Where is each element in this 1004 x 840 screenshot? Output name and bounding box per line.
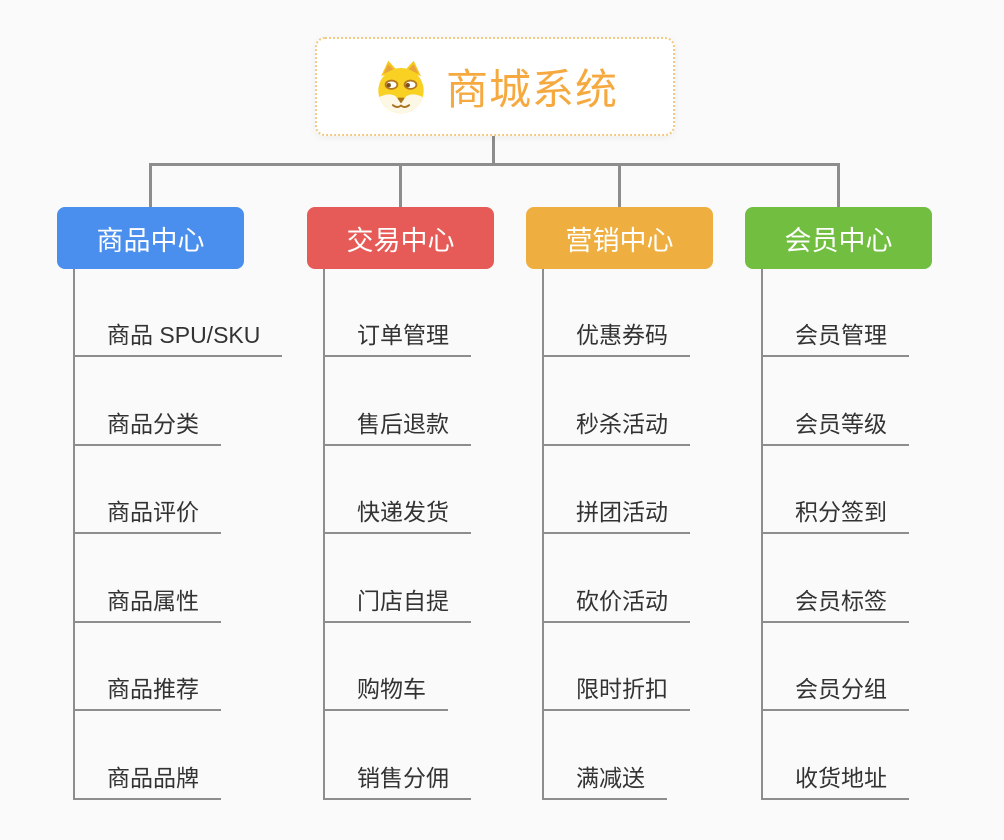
leaf-node[interactable]: 快递发货 xyxy=(323,492,471,534)
connector-rail xyxy=(149,163,840,166)
category-node-product-center[interactable]: 商品中心 xyxy=(57,207,244,269)
leaf-node[interactable]: 满减送 xyxy=(542,758,667,800)
leaf-node[interactable]: 售后退款 xyxy=(323,404,471,446)
leaf-node[interactable]: 门店自提 xyxy=(323,581,471,623)
category-node-marketing-center[interactable]: 营销中心 xyxy=(526,207,713,269)
connector-drop-trade xyxy=(399,163,402,208)
category-node-trade-center[interactable]: 交易中心 xyxy=(307,207,494,269)
category-node-member-center[interactable]: 会员中心 xyxy=(745,207,932,269)
leaf-node[interactable]: 商品推荐 xyxy=(73,669,221,711)
leaf-node[interactable]: 商品评价 xyxy=(73,492,221,534)
leaf-node[interactable]: 优惠券码 xyxy=(542,315,690,357)
leaf-node[interactable]: 收货地址 xyxy=(761,758,909,800)
root-node[interactable]: 商城系统 xyxy=(315,37,675,136)
leaf-node[interactable]: 订单管理 xyxy=(323,315,471,357)
leaf-node[interactable]: 会员管理 xyxy=(761,315,909,357)
leaf-node[interactable]: 会员分组 xyxy=(761,669,909,711)
leaf-node[interactable]: 商品属性 xyxy=(73,581,221,623)
category-label: 交易中心 xyxy=(346,225,455,256)
leaf-node[interactable]: 限时折扣 xyxy=(542,669,690,711)
leaf-node[interactable]: 销售分佣 xyxy=(323,758,471,800)
leaf-node[interactable]: 商品 SPU/SKU xyxy=(73,315,283,357)
leaf-node[interactable]: 会员标签 xyxy=(761,581,909,623)
category-label: 会员中心 xyxy=(784,225,893,256)
leaf-node[interactable]: 拼团活动 xyxy=(542,492,690,534)
category-label: 商品中心 xyxy=(96,225,205,256)
connector-drop-member xyxy=(837,163,840,208)
branch-trunk-product xyxy=(73,269,75,800)
leaf-node[interactable]: 砍价活动 xyxy=(542,581,690,623)
leaf-node[interactable]: 商品分类 xyxy=(73,404,221,446)
leaf-node[interactable]: 秒杀活动 xyxy=(542,404,690,446)
connector-drop-marketing xyxy=(618,163,621,208)
leaf-node[interactable]: 购物车 xyxy=(323,669,448,711)
leaf-node[interactable]: 会员等级 xyxy=(761,404,909,446)
doge-icon xyxy=(378,60,424,113)
root-node-label: 商城系统 xyxy=(445,66,618,113)
category-label: 营销中心 xyxy=(565,225,674,256)
branch-trunk-trade xyxy=(323,269,325,800)
leaf-node[interactable]: 积分签到 xyxy=(761,492,909,534)
leaf-node[interactable]: 商品品牌 xyxy=(73,758,221,800)
connector-drop-product xyxy=(149,163,152,208)
connector-root-drop xyxy=(492,134,495,166)
branch-trunk-member xyxy=(761,269,763,800)
branch-trunk-marketing xyxy=(542,269,544,800)
